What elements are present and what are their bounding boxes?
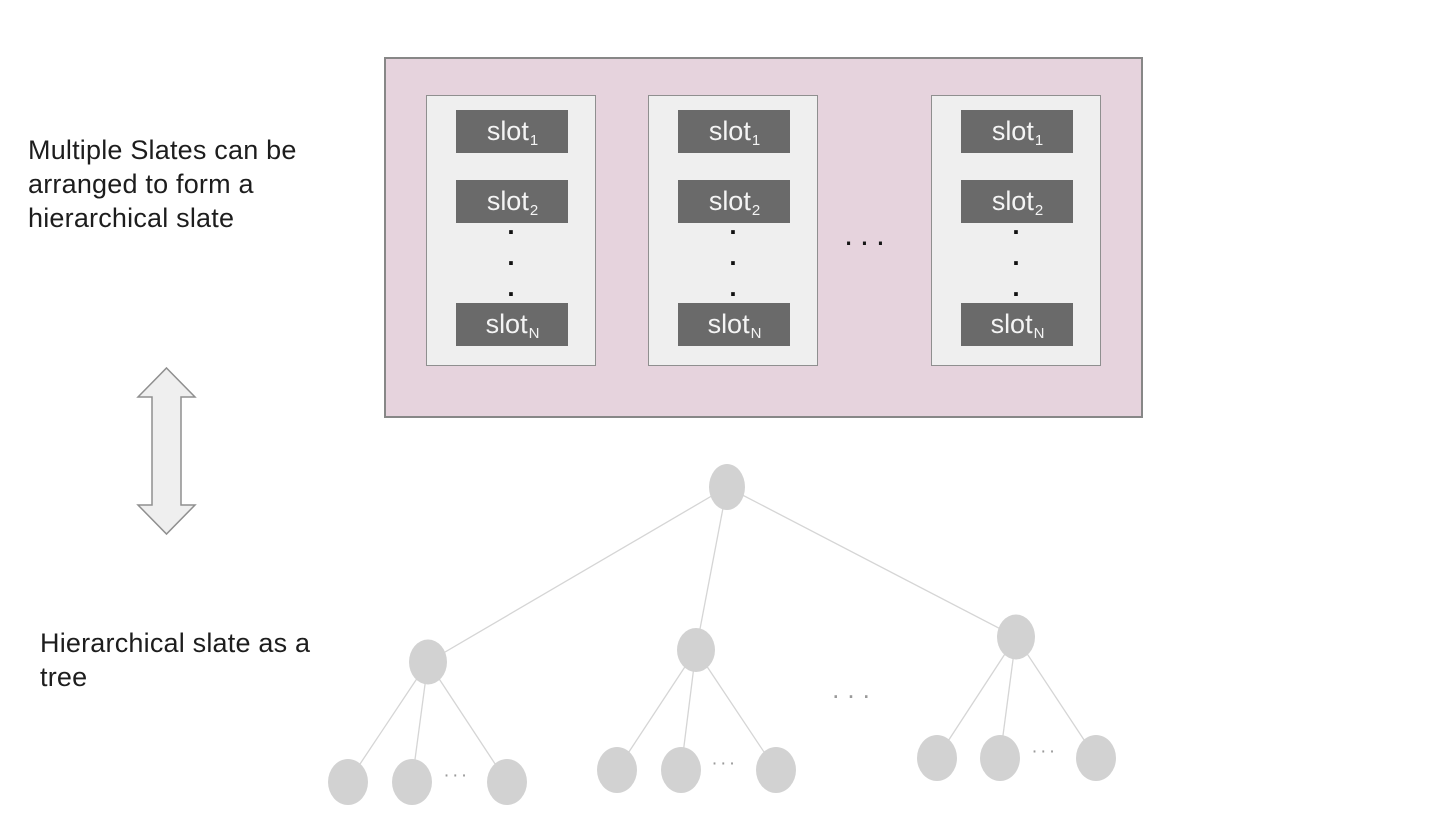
- tree-root-node: [709, 464, 745, 510]
- tree-edge: [347, 661, 429, 783]
- slot-subscript: N: [1033, 325, 1045, 342]
- slot-subscript: 2: [1034, 202, 1044, 219]
- slot-subscript: 1: [529, 132, 539, 149]
- tree-leaf-node: [661, 747, 701, 793]
- vertical-ellipsis: . . .: [507, 210, 515, 302]
- slot-label: slot: [990, 309, 1033, 339]
- slot-label: slot: [485, 309, 528, 339]
- slot-label: slot: [991, 116, 1034, 146]
- caption-hierarchical-tree: Hierarchical slate as a tree: [40, 628, 311, 692]
- tree-edges: [347, 486, 1097, 783]
- double-arrow-shape: [136, 366, 197, 536]
- tree-edge: [680, 649, 697, 771]
- slot-subscript: 1: [1034, 132, 1044, 149]
- slot-subscript: 2: [751, 202, 761, 219]
- tree-edge: [936, 636, 1017, 759]
- slot-label: slot: [486, 186, 529, 216]
- slot-label: slot: [707, 309, 750, 339]
- tree-edge: [999, 636, 1017, 759]
- tree-leaf-ellipsis: ...: [1031, 736, 1059, 758]
- tree-edge: [726, 486, 1017, 638]
- slot-subscript: 2: [529, 202, 539, 219]
- tree-branch-ellipsis: ...: [832, 674, 878, 704]
- tree-leaf-node: [980, 735, 1020, 781]
- vertical-ellipsis: . . .: [729, 210, 737, 302]
- tree-edge: [427, 486, 728, 663]
- slot-label: slot: [991, 186, 1034, 216]
- tree-leaf-node: [392, 759, 432, 805]
- slot-subscript: 1: [751, 132, 761, 149]
- slot-label: slot: [486, 116, 529, 146]
- tree-leaf-node: [1076, 735, 1116, 781]
- panels-ellipsis: ...: [844, 216, 892, 252]
- tree-edge: [616, 649, 697, 771]
- tree-edge: [411, 661, 429, 783]
- caption-multiple-slates: Multiple Slates can be arranged to form …: [28, 135, 297, 233]
- tree-leaf-node: [756, 747, 796, 793]
- tree-leaf-ellipsis: ...: [443, 760, 471, 782]
- slot-subscript: N: [750, 325, 762, 342]
- slot-label: slot: [708, 116, 751, 146]
- tree-leaf-ellipsis: ...: [711, 748, 739, 770]
- tree-leaf-node: [328, 759, 368, 805]
- tree-leaf-node: [917, 735, 957, 781]
- tree-branch-node: [677, 628, 715, 672]
- tree-edge: [695, 486, 728, 651]
- tree-leaf-node: [597, 747, 637, 793]
- slot-subscript: N: [528, 325, 540, 342]
- vertical-ellipsis: . . .: [1012, 210, 1020, 302]
- tree-branch-node: [997, 614, 1035, 660]
- slot-label: slot: [708, 186, 751, 216]
- double-arrow-icon: [136, 366, 197, 536]
- tree-leaf-node: [487, 759, 527, 805]
- tree-branch-node: [409, 639, 447, 685]
